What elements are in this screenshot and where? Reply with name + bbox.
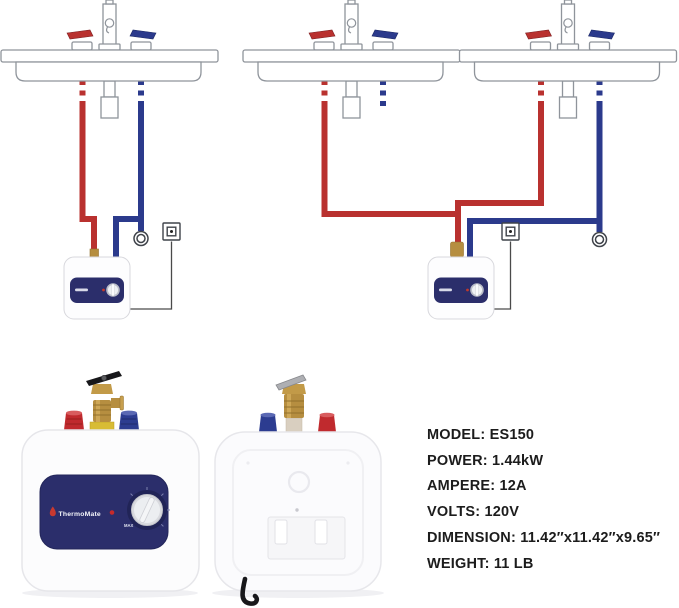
indicator-light — [109, 510, 115, 515]
circular-indent — [287, 470, 311, 494]
cold-inlet-fitting — [119, 410, 139, 430]
power-outlet — [501, 222, 520, 241]
cold-water-pipe — [467, 104, 603, 260]
sink-double-right — [460, 0, 677, 118]
vent-hole — [295, 508, 299, 512]
pressure-relief-valve — [86, 371, 124, 431]
diagram-double-sink — [243, 0, 677, 320]
pressure-relief-valve — [275, 374, 307, 433]
cold-water-pipe — [113, 104, 144, 260]
brand-logo-text: ThermoMate — [59, 511, 101, 518]
spec-list: MODEL: ES150 POWER: 1.44kW AMPERE: 12A V… — [427, 423, 677, 577]
sink-double-left — [243, 0, 460, 118]
temperature-dial[interactable]: MAX — [124, 487, 170, 530]
spec-dimension: DIMENSION: 11.42″x11.42″x9.65″ — [427, 529, 661, 546]
spec-power: POWER: 1.44kW — [427, 452, 544, 469]
valve-lever — [275, 374, 307, 391]
mini-water-heater — [63, 256, 131, 320]
cold-inlet-fitting — [259, 412, 277, 432]
spec-model: MODEL: ES150 — [427, 427, 535, 443]
brand-logo: ThermoMate — [49, 506, 101, 518]
diagram-single-sink — [1, 0, 218, 320]
power-cord — [494, 241, 512, 310]
mounting-recess — [267, 516, 346, 560]
power-outlet — [162, 222, 181, 241]
installation-diagrams — [0, 0, 679, 320]
hot-water-pipe-left — [321, 104, 458, 217]
hot-water-pipe-right — [455, 104, 544, 245]
spec-ampere: AMPERE: 12A — [427, 478, 527, 495]
spec-weight: WEIGHT: 11 LB — [427, 555, 534, 572]
brass-elbow-fitting — [450, 241, 464, 258]
control-panel: ThermoMate — [39, 474, 170, 550]
dial-grip — [139, 497, 155, 523]
flame-icon — [49, 506, 56, 517]
hot-outlet-fitting — [318, 412, 336, 432]
product-photos: ThermoMate — [21, 371, 384, 606]
hot-water-pipe — [79, 104, 97, 253]
power-cord — [240, 576, 260, 606]
spec-volts: VOLTS: 120V — [427, 504, 520, 521]
heater-front-view: ThermoMate — [21, 371, 200, 598]
mini-water-heater — [427, 256, 495, 320]
heater-back-view — [212, 374, 384, 606]
dial-max-label: MAX — [124, 523, 134, 528]
sink-single — [1, 0, 218, 118]
power-cord — [130, 241, 173, 310]
hot-outlet-fitting — [64, 410, 84, 430]
